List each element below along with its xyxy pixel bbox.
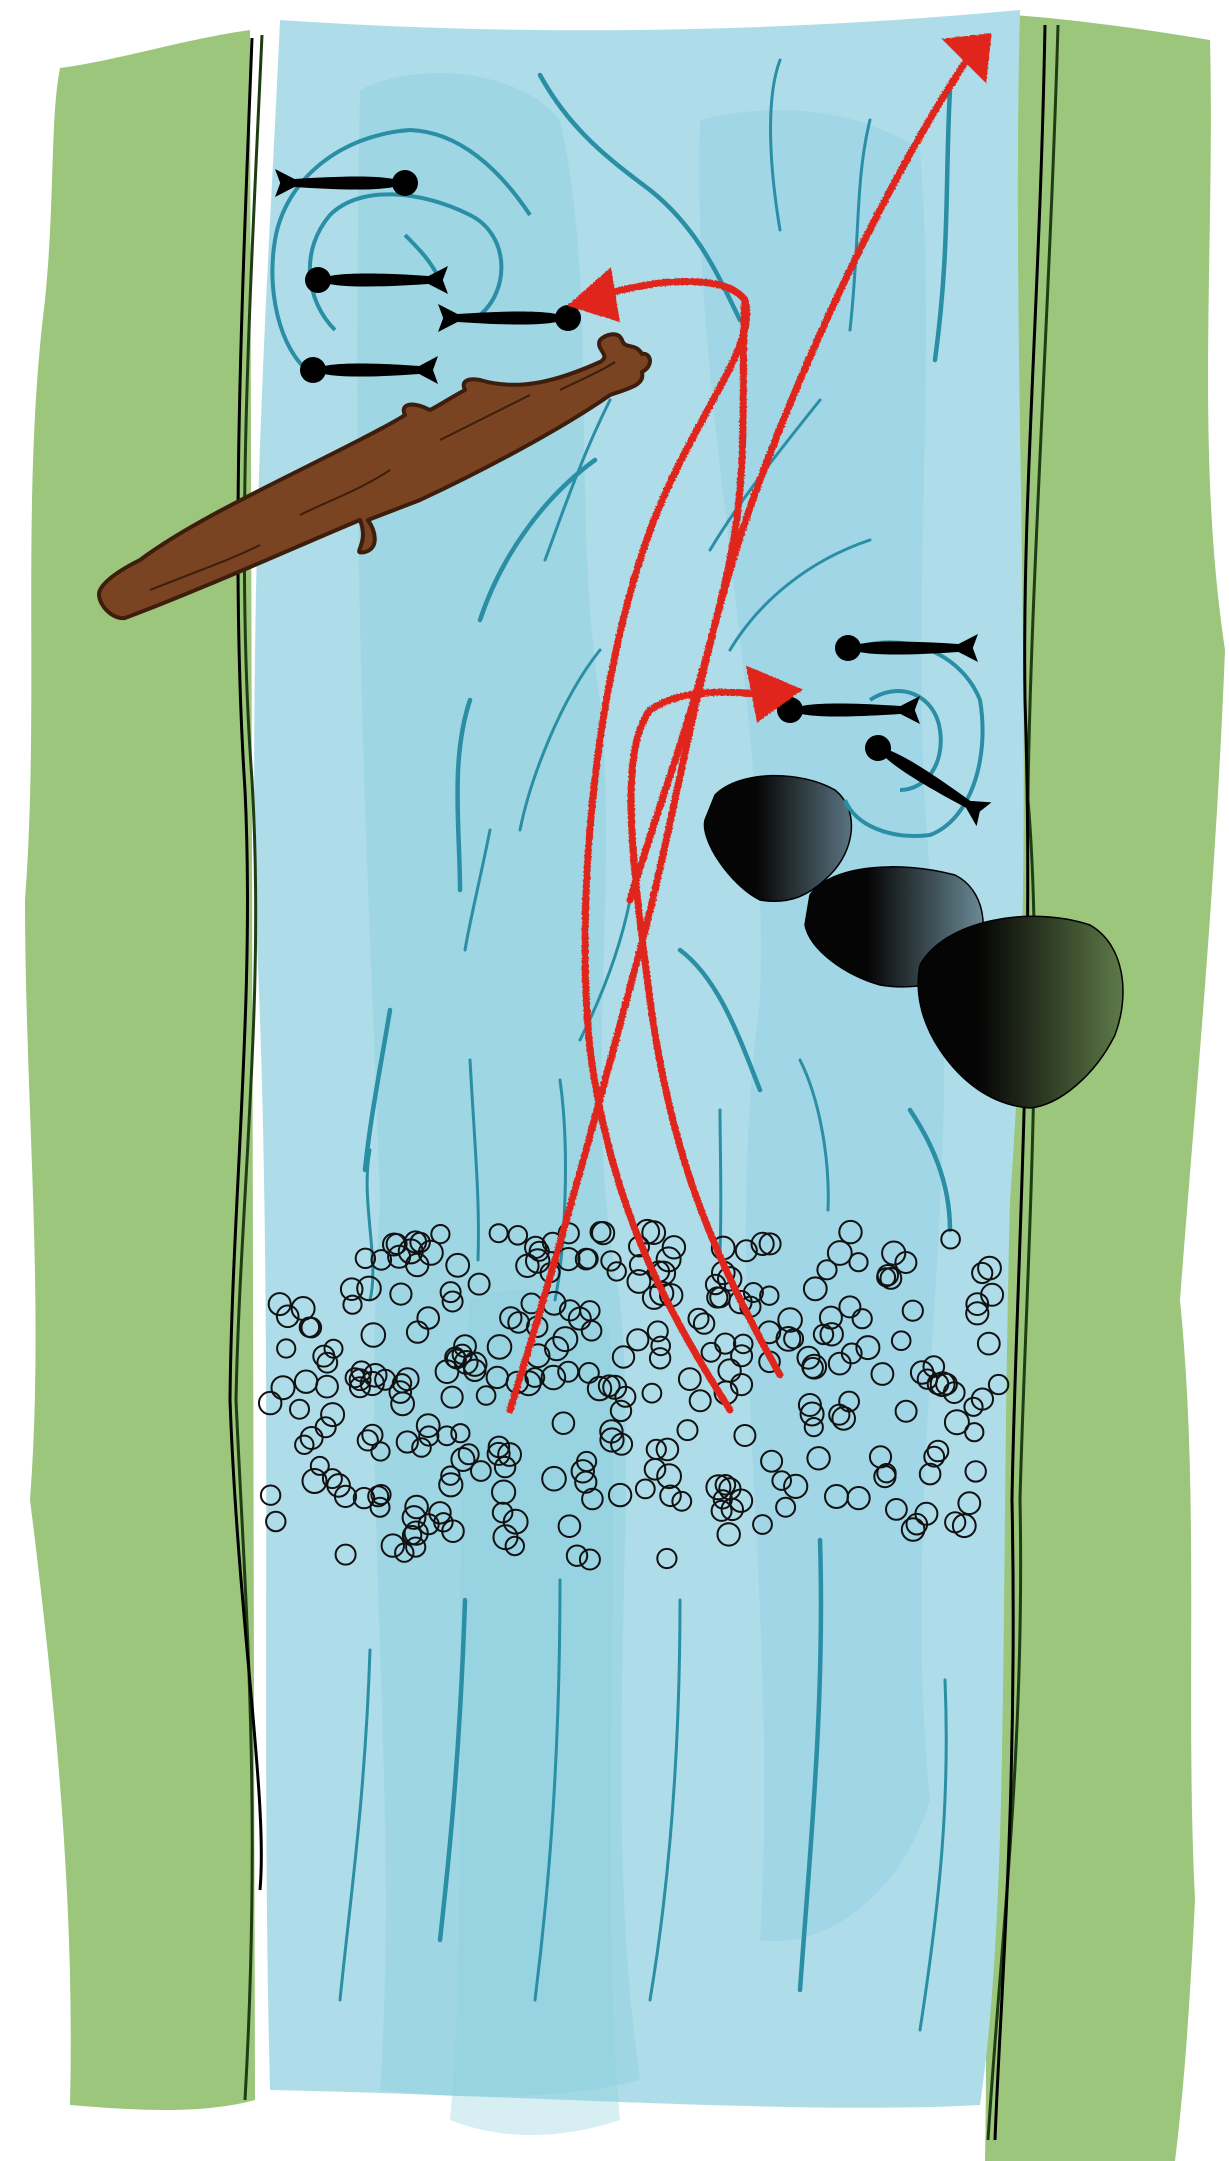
left-bank	[25, 30, 255, 2110]
current-line	[720, 1110, 721, 1250]
